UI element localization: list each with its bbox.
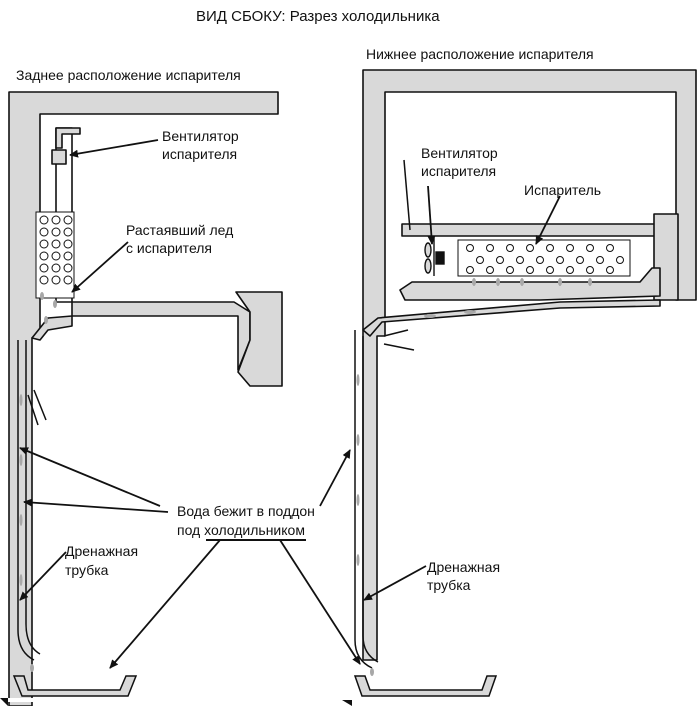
right-evaporator-label: Испаритель [524, 182, 602, 198]
right-cabinet-wall [362, 69, 697, 661]
left-fan-label-line2: испарителя [162, 146, 238, 162]
left-ice-label-line1: Растаявший лед [126, 222, 234, 238]
right-drain-label-line2: трубка [427, 577, 471, 593]
left-fan-icon [51, 149, 67, 165]
right-evaporator-coils [457, 239, 631, 277]
left-cabinet-wall [8, 91, 279, 706]
center-label-line2: под холодильником [177, 522, 305, 538]
left-drain-label-line2: трубка [65, 562, 109, 578]
right-shelf [401, 223, 657, 237]
leader-arrows [19, 139, 561, 669]
left-fan-bracket [55, 127, 81, 149]
water-drops [19, 278, 592, 676]
right-tray [399, 267, 661, 301]
left-drain-label-line1: Дренажная [65, 543, 139, 559]
drain-tubes [17, 330, 379, 669]
left-drain-inlet [31, 315, 73, 341]
right-drain-channel [362, 299, 661, 337]
center-label-line1: Вода бежит в поддон [177, 503, 315, 519]
left-drawer [235, 291, 283, 387]
right-fan-icon [424, 238, 445, 276]
left-ice-label-line2: с испарителя [126, 240, 213, 256]
right-fan-label-line1: Вентилятор [421, 145, 498, 161]
right-fan-label-line2: испарителя [421, 163, 497, 179]
door-gaskets [27, 159, 415, 426]
right-heading: Нижнее расположение испарителя [366, 46, 594, 62]
right-drain-label-line1: Дренажная [427, 559, 501, 575]
drain-pans [0, 675, 700, 706]
left-fan-label-line1: Вентилятор [162, 128, 239, 144]
left-shelf [71, 301, 251, 371]
left-evaporator-coils [35, 211, 75, 299]
left-heading: Заднее расположение испарителя [16, 67, 241, 83]
diagram-title: ВИД СБОКУ: Разрез холодильника [196, 8, 440, 25]
